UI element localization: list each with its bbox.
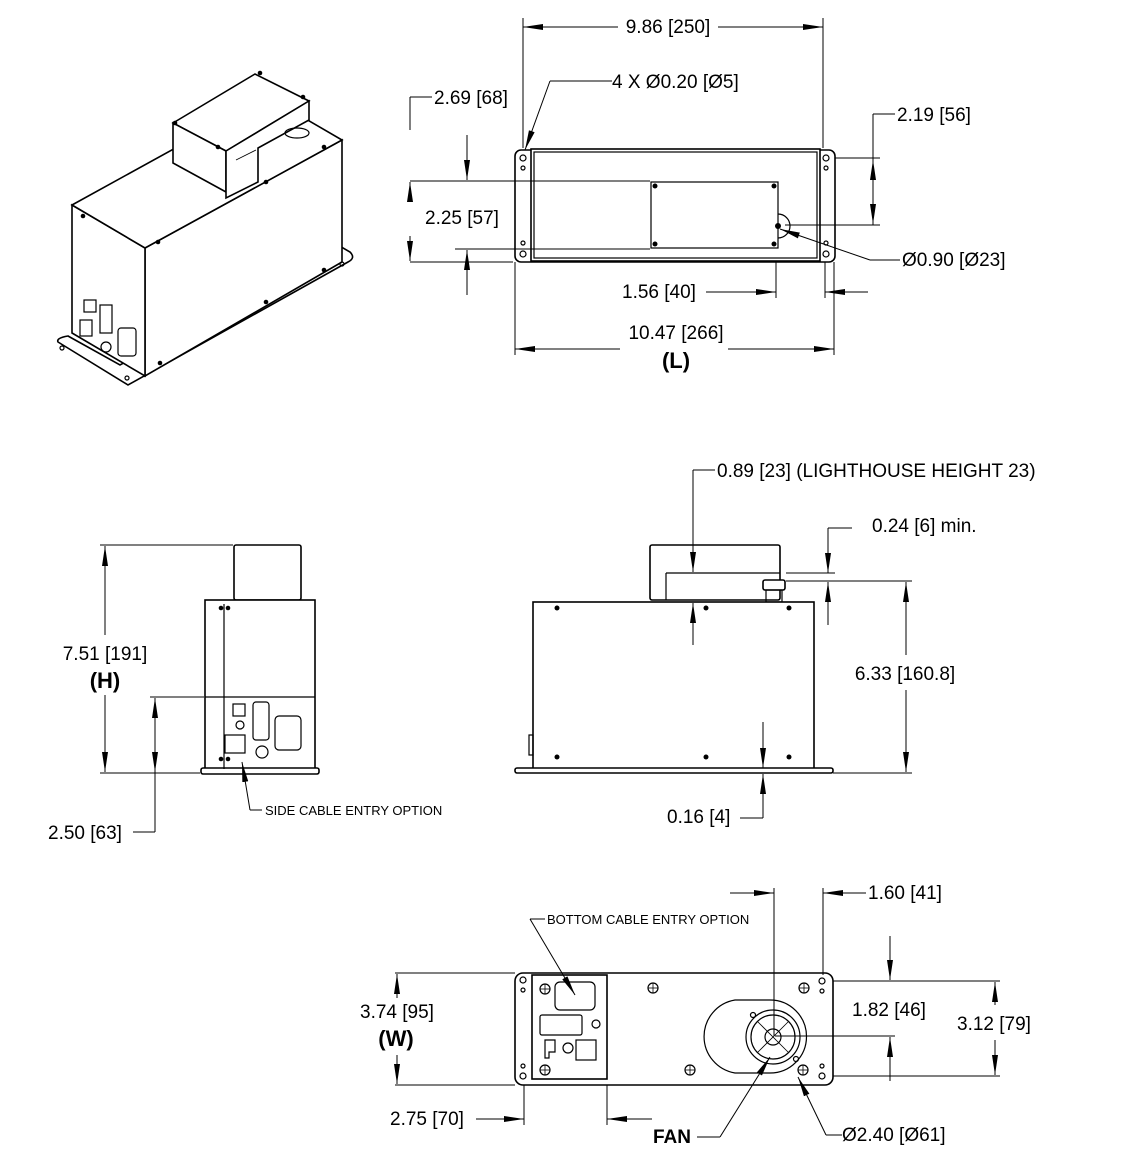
width-tag: (W) — [378, 1026, 413, 1051]
length-tag: (L) — [662, 348, 690, 373]
dim-inner-height: 2.25 [57] — [425, 208, 499, 229]
side-view: 7.51 [191] (H) 2.50 [63] SIDE CABLE ENTR… — [48, 544, 442, 844]
screw-icon — [539, 982, 810, 1076]
dim-width: 3.74 [95] — [360, 1002, 434, 1023]
dim-body-height: 6.33 [160.8] — [855, 664, 955, 685]
front-view: 0.89 [23] (LIGHTHOUSE HEIGHT 23) 0.24 [6… — [514, 461, 1036, 828]
dim-offset-right: 2.19 [56] — [897, 105, 971, 126]
dim-fan-offset-y: 1.82 [46] — [852, 1000, 926, 1021]
fan-label: FAN — [653, 1127, 691, 1148]
note-side-cable-entry: SIDE CABLE ENTRY OPTION — [265, 803, 442, 818]
dim-flange-thickness: 0.16 [4] — [667, 807, 730, 828]
height-tag: (H) — [90, 668, 121, 693]
bottom-view: BOTTOM CABLE ENTRY OPTION 3.74 [95] (W) … — [360, 883, 1031, 1148]
dim-lighthouse-height: 0.89 [23] (LIGHTHOUSE HEIGHT 23) — [717, 461, 1036, 482]
dim-mount-holes: 4 X Ø0.20 [Ø5] — [612, 72, 739, 93]
top-view: 9.86 [250] 4 X Ø0.20 [Ø5] 2.69 [68] 2.25… — [407, 17, 1006, 373]
fan-icon — [745, 1009, 801, 1065]
dim-height: 7.51 [191] — [63, 644, 148, 665]
dim-offset-left: 2.69 [68] — [434, 88, 508, 109]
dim-cable-plate-width: 2.75 [70] — [390, 1109, 464, 1130]
dim-lighthouse-diameter: Ø0.90 [Ø23] — [902, 250, 1006, 271]
dim-hole-spacing: 3.12 [79] — [957, 1014, 1031, 1035]
dim-connector-height: 2.50 [63] — [48, 823, 122, 844]
dim-fan-offset-x: 1.60 [41] — [868, 883, 942, 904]
dim-fan-diameter: Ø2.40 [Ø61] — [842, 1125, 946, 1146]
dim-base-length: 10.47 [266] — [628, 323, 723, 344]
dim-lighthouse-offset: 1.56 [40] — [622, 282, 696, 303]
isometric-view — [56, 70, 354, 386]
note-bottom-cable-entry: BOTTOM CABLE ENTRY OPTION — [547, 912, 749, 927]
dim-clearance: 0.24 [6] min. — [872, 516, 977, 537]
dim-overall-length: 9.86 [250] — [626, 17, 711, 38]
